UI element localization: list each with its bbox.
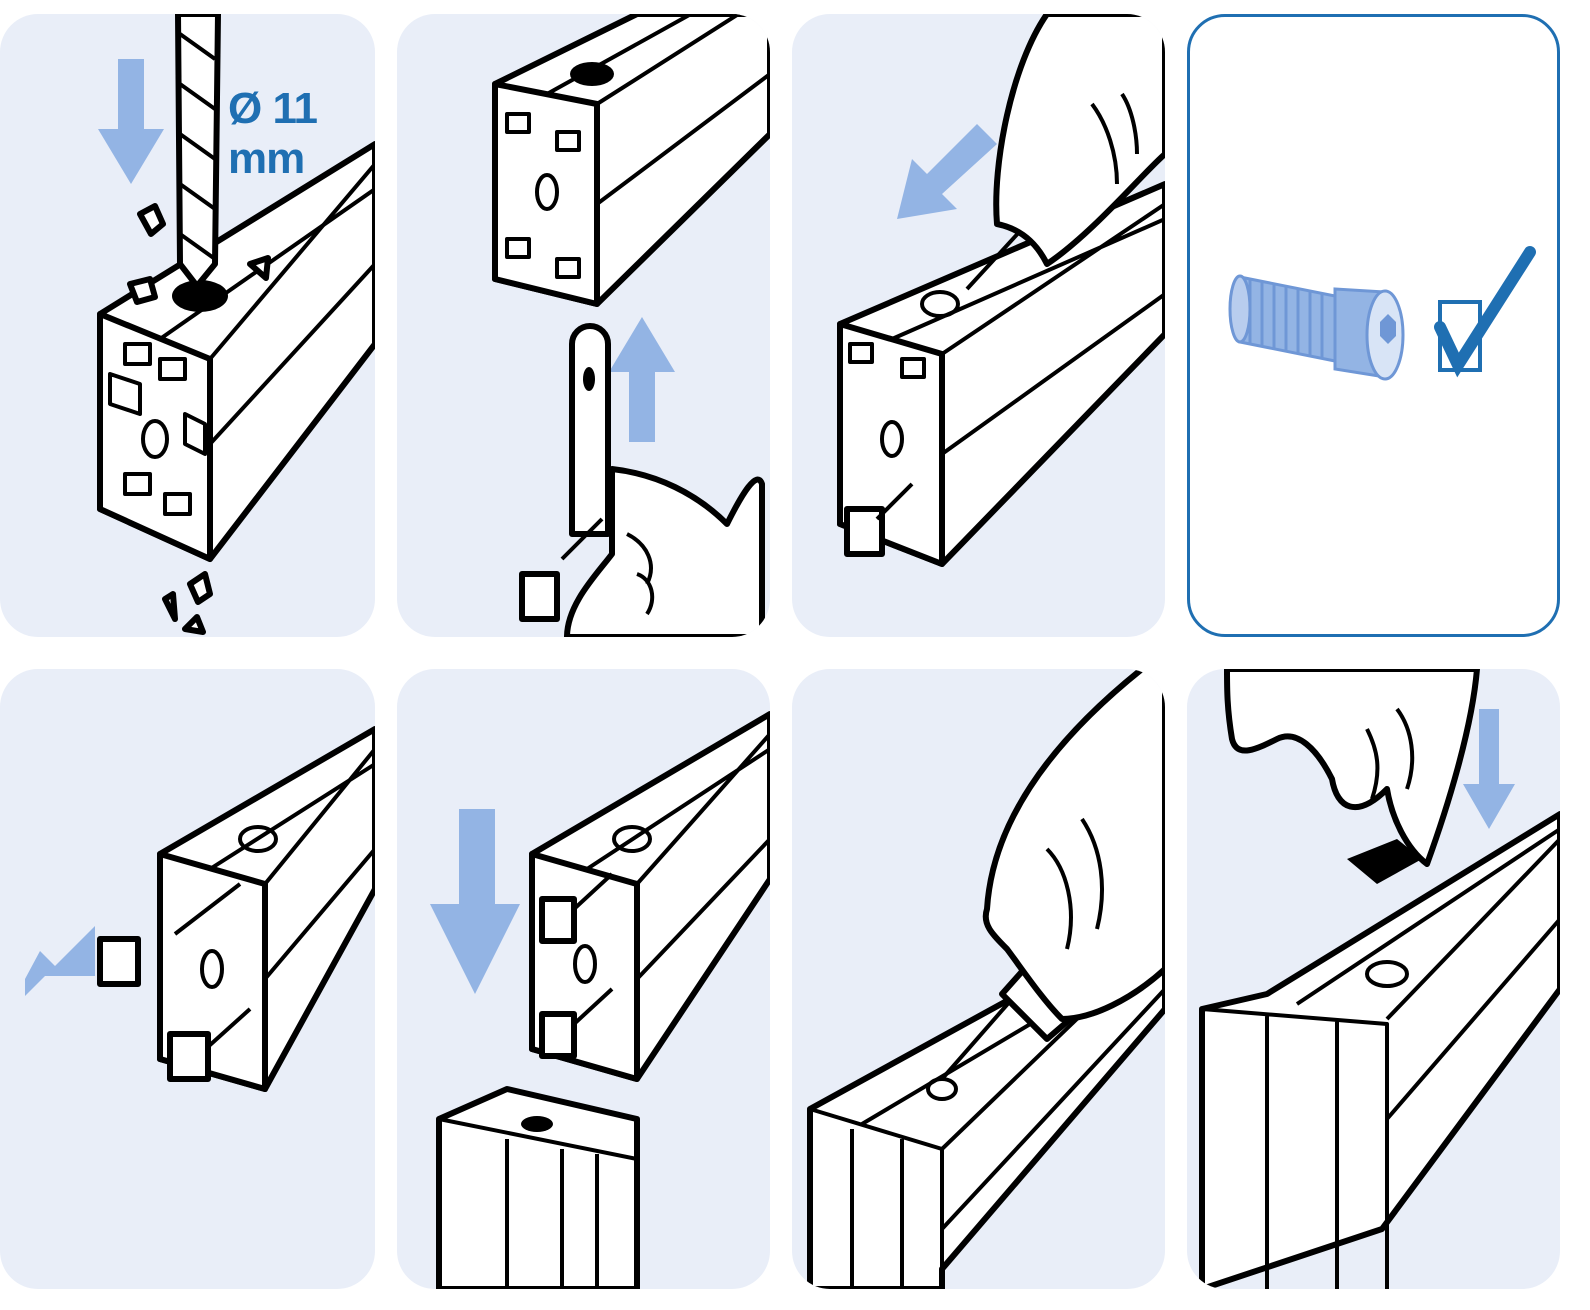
hand-icon — [993, 14, 1165, 267]
screwdriver-icon — [940, 997, 1014, 1081]
step-6-panel — [397, 669, 770, 1289]
diagonal-arrow-icon — [25, 926, 95, 996]
screw-icon — [1228, 274, 1405, 381]
step-7-panel — [792, 669, 1165, 1289]
step-3-illustration — [837, 14, 1165, 567]
step-7-illustration — [807, 669, 1165, 1289]
step-2-panel — [397, 14, 770, 637]
down-arrow-icon — [98, 59, 164, 184]
hand-icon — [1224, 669, 1480, 867]
step-8-illustration — [1199, 669, 1560, 1289]
hand-icon — [564, 466, 765, 637]
diagonal-arrow-icon — [897, 124, 997, 219]
up-arrow-icon — [609, 317, 675, 442]
checkmark-icon — [1434, 246, 1536, 378]
hand-icon — [982, 669, 1165, 1022]
step-5-panel — [0, 669, 375, 1289]
step-4-illustration — [1228, 246, 1536, 381]
drill-bit-icon — [175, 14, 221, 289]
step-4-panel — [1187, 14, 1560, 637]
step-2-illustration — [492, 14, 770, 637]
down-arrow-icon — [430, 809, 520, 994]
step-1-panel: Ø 11 mm — [0, 14, 375, 637]
step-8-panel — [1187, 669, 1560, 1289]
down-arrow-icon — [1463, 709, 1515, 829]
step-1-illustration — [97, 14, 375, 635]
drill-diameter-label: Ø 11 mm — [228, 84, 318, 183]
step-6-illustration — [430, 711, 770, 1289]
step-3-panel — [792, 14, 1165, 637]
step-5-illustration — [25, 726, 375, 1092]
